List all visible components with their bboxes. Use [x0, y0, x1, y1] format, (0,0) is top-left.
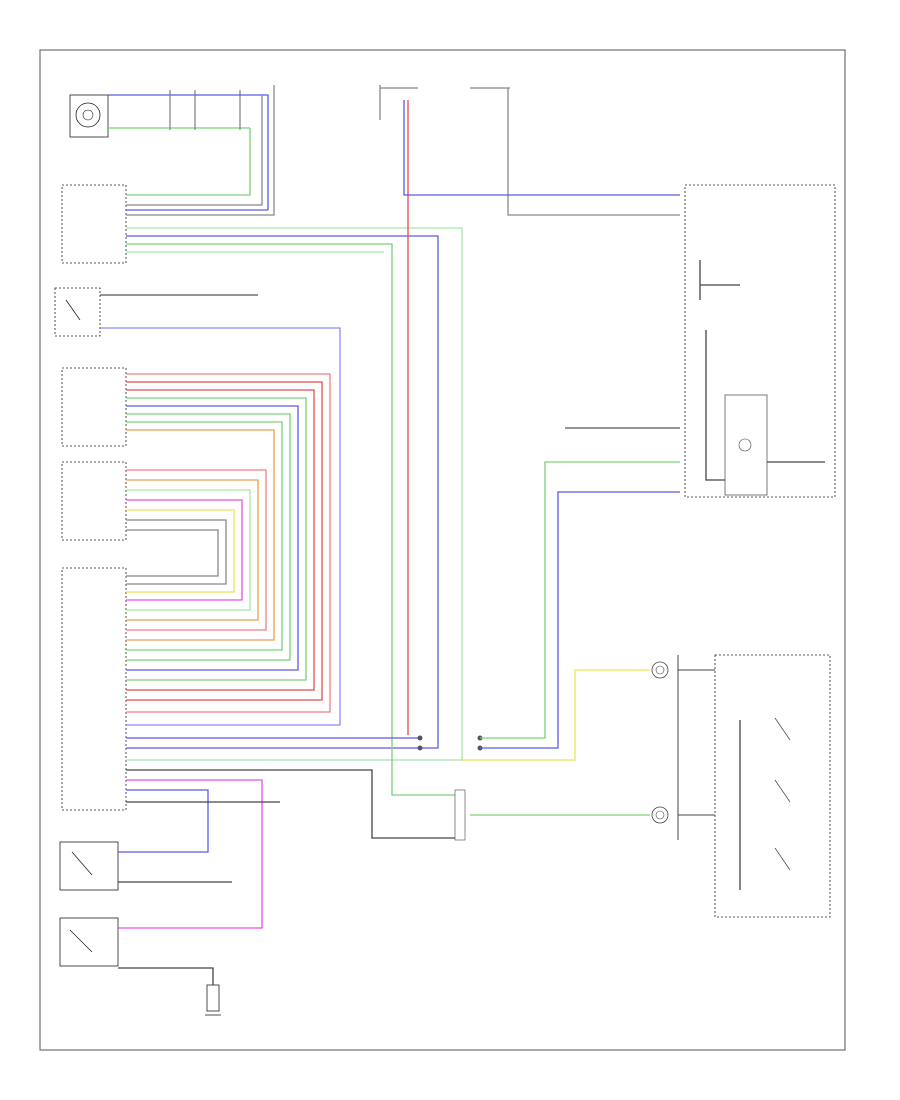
lamp-icon — [651, 806, 669, 824]
instrument-cluster — [684, 184, 836, 498]
clutch-switch-box — [59, 917, 119, 967]
main-module — [61, 567, 127, 811]
combination-switch — [677, 654, 831, 918]
switch-icon — [69, 929, 93, 953]
vehicle-speed-sensor — [69, 94, 109, 138]
module3-fan — [126, 469, 267, 631]
module-block-1 — [61, 184, 127, 264]
cruise-switch-box — [59, 841, 119, 891]
ground-icon — [205, 984, 221, 1016]
center-connectors — [417, 735, 483, 841]
top-left-wires — [108, 85, 275, 216]
blue-switch-wire — [100, 327, 341, 726]
switch-icon — [774, 847, 791, 871]
lamp-icon — [651, 661, 669, 679]
center-top-wires — [379, 85, 680, 735]
module1-outputs — [126, 227, 463, 796]
switch-icon — [774, 779, 791, 803]
gear-icon — [738, 438, 752, 452]
main-module-lower-wires — [118, 737, 460, 985]
left-components — [54, 94, 221, 1016]
switch-icon — [71, 851, 93, 876]
switch-icon — [774, 717, 791, 741]
module2-fan — [126, 373, 331, 713]
center-right-wires — [462, 427, 680, 816]
brake-switch-block — [54, 287, 101, 337]
module-block-3 — [61, 461, 127, 541]
diagram-frame — [39, 49, 846, 1051]
motor-icon — [75, 102, 101, 128]
module-block-2 — [61, 367, 127, 447]
switch-icon — [65, 299, 81, 321]
